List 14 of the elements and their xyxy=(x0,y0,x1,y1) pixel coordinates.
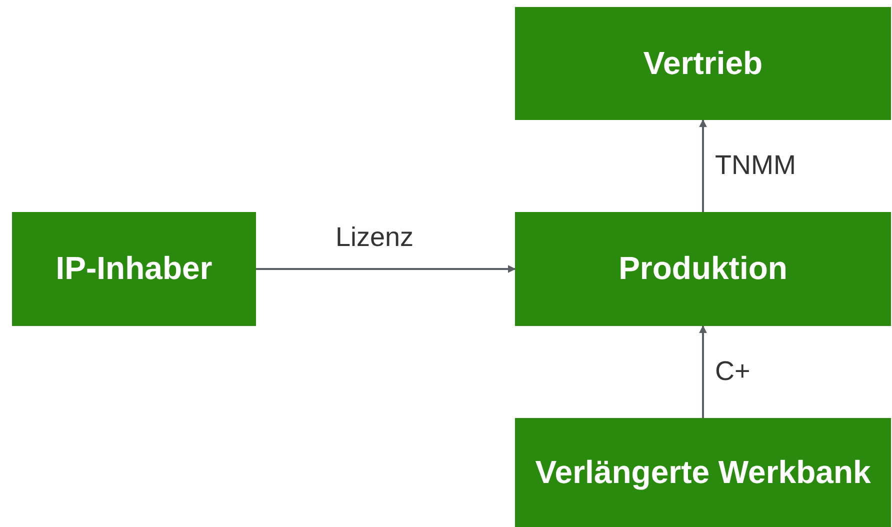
process-box xyxy=(515,212,891,326)
arrow xyxy=(699,325,707,418)
edge-label: TNMM xyxy=(715,152,796,179)
edge-label: Lizenz xyxy=(336,224,414,251)
edge-label: C+ xyxy=(715,358,750,385)
box-label: Vertrieb xyxy=(643,44,763,83)
process-box xyxy=(515,7,891,120)
box-label: Produktion xyxy=(618,249,788,288)
process-box xyxy=(12,212,256,326)
arrow xyxy=(256,265,516,273)
box-label: IP-Inhaber xyxy=(56,249,212,288)
process-box xyxy=(515,418,891,527)
box-label: Verlängerte Werkbank xyxy=(535,452,871,492)
arrow xyxy=(699,119,707,212)
